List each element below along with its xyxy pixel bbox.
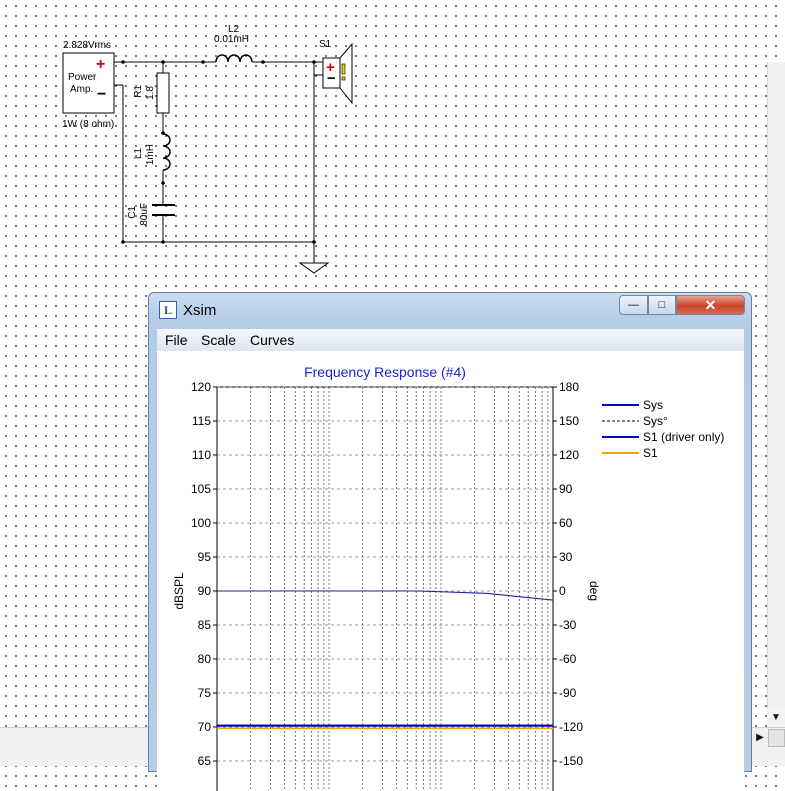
- y-tick-label: 105: [191, 482, 211, 496]
- scroll-corner: [768, 729, 785, 747]
- y-tick-label: 70: [198, 720, 212, 734]
- y-tick-label: 100: [191, 516, 211, 530]
- legend-label-0: Sys: [643, 398, 663, 412]
- vertical-scrollbar[interactable]: [767, 62, 785, 727]
- amp-label-line2: Amp.: [70, 84, 94, 95]
- frequency-response-chart[interactable]: 120 115 110 105 100 95 90 85 80 75 70 65 180 150 120 90…: [157, 351, 744, 791]
- l2-value-label: 0.01mH: [214, 34, 250, 45]
- phase-trace-line: [217, 590, 554, 601]
- y-axis-label: dBSPL: [172, 572, 186, 610]
- legend-label-2: S1 (driver only): [643, 430, 724, 444]
- scroll-right-arrow-icon[interactable]: ▶: [756, 732, 764, 743]
- capacitor-c1-symbol[interactable]: [152, 204, 175, 216]
- amp-label-line1: Power: [68, 72, 97, 83]
- y-tick-label: 85: [198, 618, 212, 632]
- c1-name-label: C1: [127, 206, 138, 219]
- y-tick-label: 120: [191, 380, 211, 394]
- inductor-l1-symbol[interactable]: [162, 133, 171, 171]
- maximize-button[interactable]: □: [648, 295, 676, 315]
- y2-tick-label: 60: [559, 516, 573, 530]
- legend-label-1: Sys°: [643, 414, 668, 428]
- plot-frame: [216, 386, 554, 791]
- y2-tick-label: -60: [559, 652, 577, 666]
- ground-icon: [298, 262, 330, 274]
- y2-tick-label: 120: [559, 448, 579, 462]
- amp-minus-terminal: −: [97, 86, 107, 103]
- y2-tick-label: 150: [559, 414, 579, 428]
- y2-tick-label: 90: [559, 482, 573, 496]
- menu-scale[interactable]: Scale: [201, 332, 237, 348]
- scroll-down-arrow-icon[interactable]: ▼: [767, 708, 785, 728]
- y2-tick-label: -30: [559, 618, 577, 632]
- l1-value-label: 1mH: [145, 144, 156, 166]
- source-voltage-label: 2.828Vrms: [63, 40, 111, 51]
- r1-name-label: R1: [133, 85, 144, 98]
- close-button[interactable]: ✕: [676, 295, 745, 315]
- menu-file[interactable]: File: [165, 332, 188, 348]
- y2-tick-label: 0: [559, 584, 566, 598]
- y2-tick-label: 30: [559, 550, 573, 564]
- y-tick-label: 95: [198, 550, 212, 564]
- y-tick-label: 75: [198, 686, 212, 700]
- speaker-minus-terminal: −: [327, 70, 336, 87]
- speaker-icon[interactable]: [322, 42, 353, 105]
- minimize-button[interactable]: —: [619, 295, 648, 315]
- menu-bar: File Scale Curves: [157, 329, 744, 352]
- y2-tick-label: -120: [559, 720, 583, 734]
- r1-value-label: 1.8: [145, 86, 156, 100]
- y-tick-label: 65: [198, 754, 212, 768]
- junction-dots: [121, 60, 316, 244]
- menu-curves[interactable]: Curves: [250, 332, 295, 348]
- l2-name-label: L2: [228, 24, 240, 35]
- y2-axis-label: deg: [587, 581, 601, 601]
- inductor-l2-symbol[interactable]: [215, 54, 253, 63]
- y-tick-label: 90: [198, 584, 212, 598]
- l1-name-label: L1: [133, 148, 144, 160]
- power-amp-box[interactable]: [62, 52, 115, 114]
- xsim-window[interactable]: L Xsim — □ ✕ File Scale Curves 120 115 110…: [148, 292, 752, 791]
- c1-value-label: 80uF: [139, 203, 150, 226]
- y2-tick-label: 180: [559, 380, 579, 394]
- y-tick-label: 115: [192, 414, 211, 428]
- app-icon: L: [159, 301, 177, 319]
- legend-label-3: S1: [643, 446, 658, 460]
- amp-plus-terminal: +: [96, 56, 106, 73]
- plot-area[interactable]: 120 115 110 105 100 95 90 85 80 75 70 65 180 150 120 90…: [157, 351, 744, 791]
- y2-tick-label: -150: [559, 754, 583, 768]
- y2-tick-label: -90: [559, 686, 577, 700]
- y-tick-label: 80: [198, 652, 212, 666]
- window-title: Xsim: [183, 302, 217, 319]
- s1-name-label: S1: [319, 39, 332, 50]
- y-tick-label: 110: [192, 448, 211, 462]
- speaker-plus-terminal: +: [326, 59, 335, 76]
- chart-title: Frequency Response (#4): [304, 364, 466, 380]
- resistor-r1-symbol[interactable]: [156, 72, 170, 114]
- amp-power-label: 1W (8 ohm): [62, 119, 115, 130]
- schematic-canvas[interactable]: [0, 0, 785, 765]
